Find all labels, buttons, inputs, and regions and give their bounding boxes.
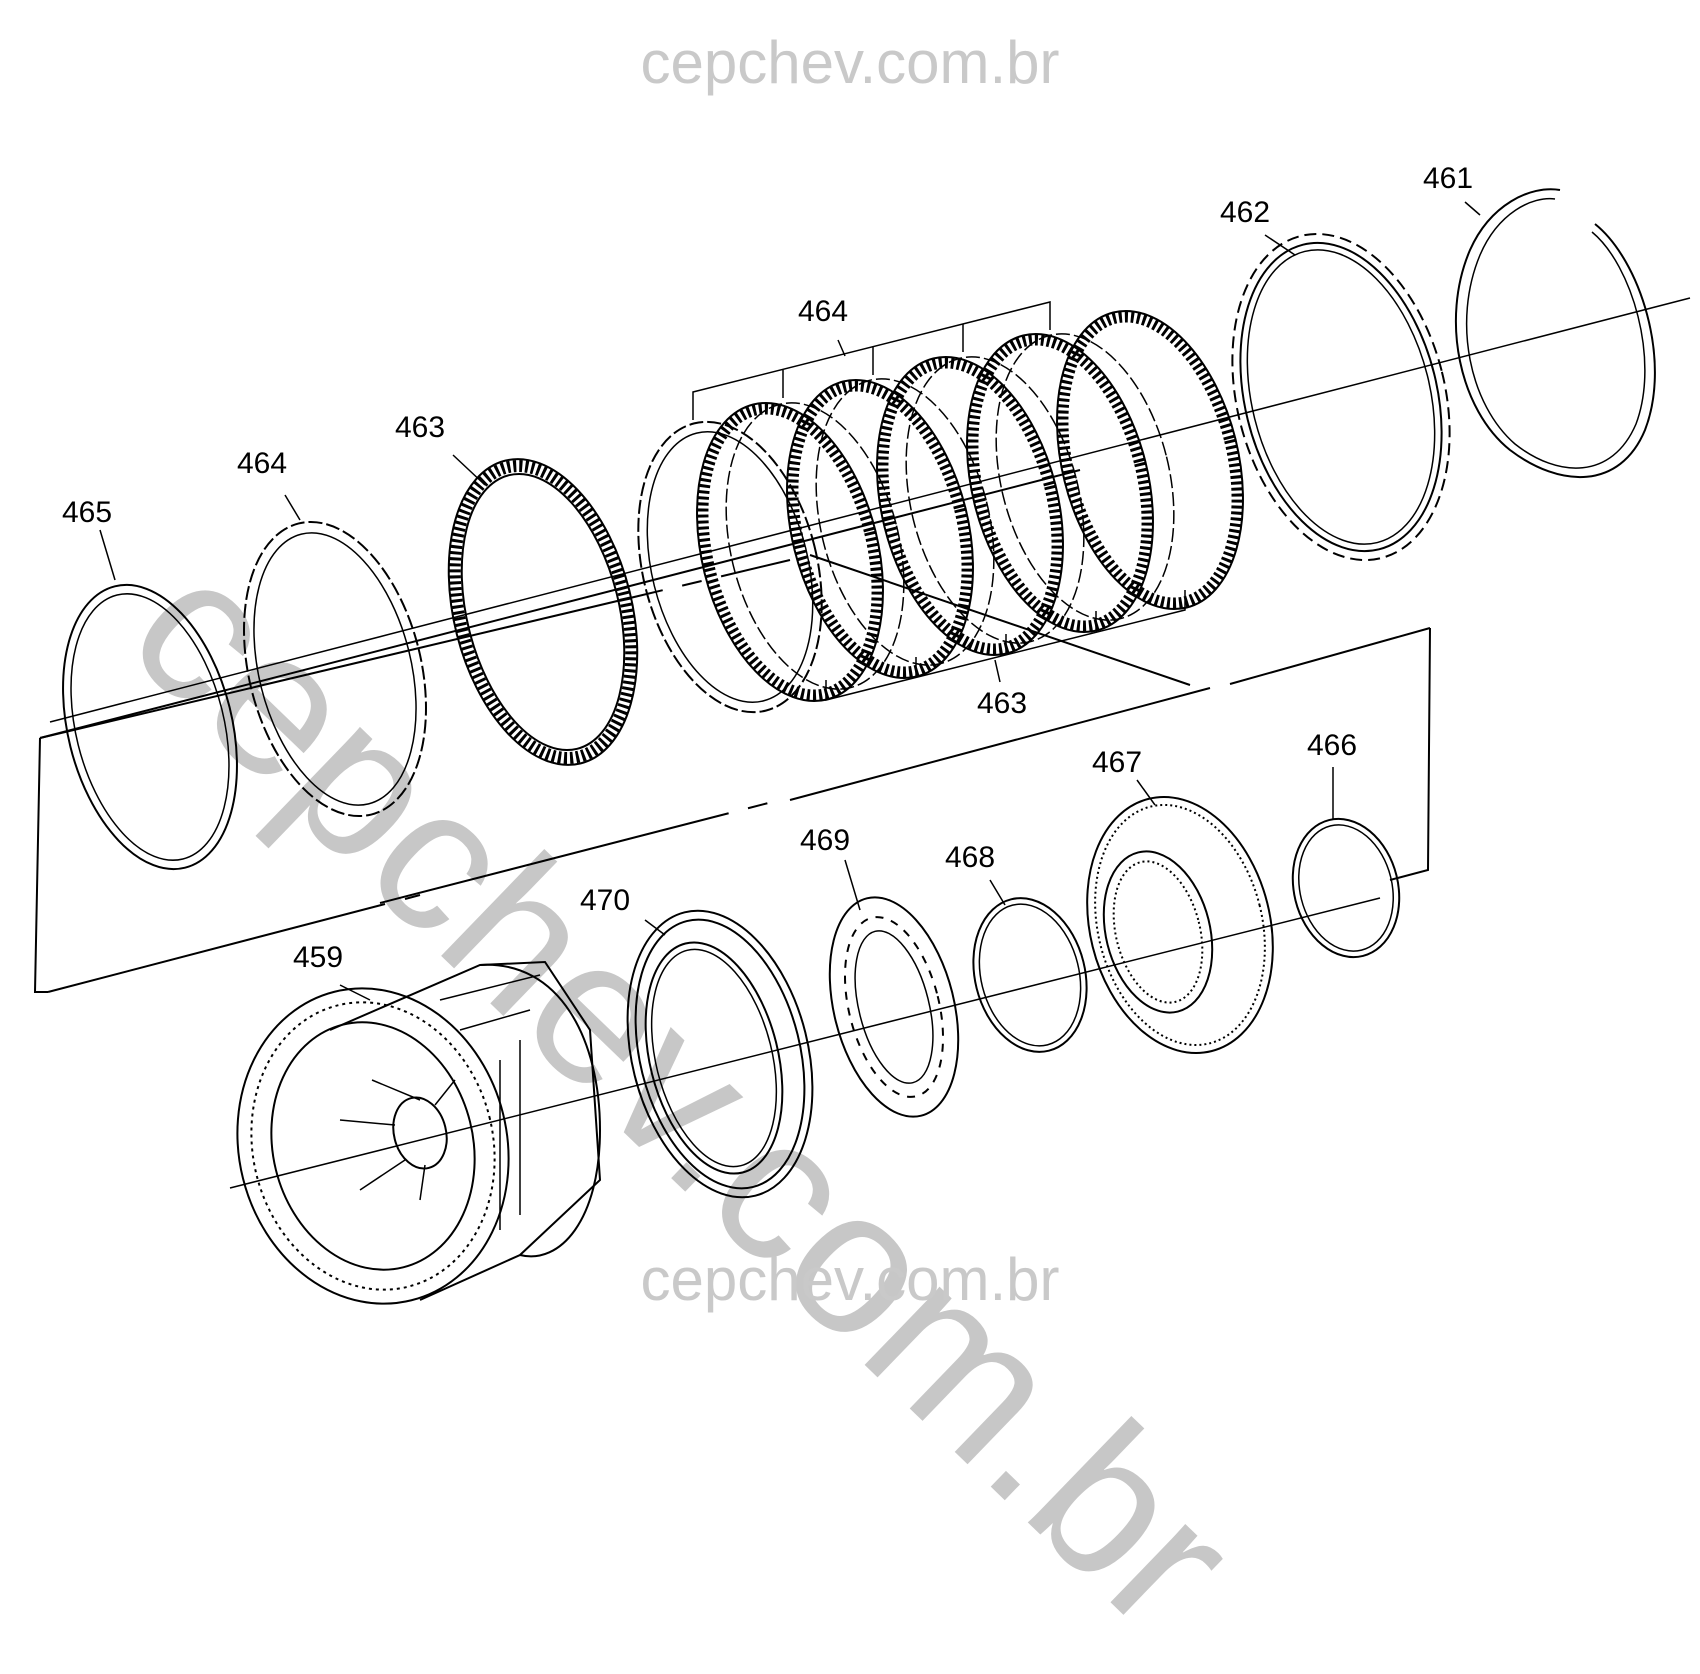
part-461-snap-ring: [1454, 188, 1656, 478]
callout-468: 468: [945, 841, 995, 874]
watermark-bottom: cepchev.com.br: [640, 1246, 1060, 1313]
assembly-bracket: [33, 469, 1431, 993]
callout-462: 462: [1220, 196, 1270, 229]
callout-459: 459: [293, 941, 343, 974]
part-459-clutch-housing: [236, 960, 602, 1305]
part-464-plate: [243, 520, 427, 818]
part-467-gear-ring: [1086, 795, 1274, 1055]
leader-lines: [99, 201, 1481, 1001]
callout-464-left: 464: [237, 447, 287, 480]
watermark-top: cepchev.com.br: [640, 29, 1060, 96]
callout-469: 469: [800, 824, 850, 857]
callout-464-top: 464: [798, 295, 848, 328]
bracket-464-group: [692, 301, 1051, 420]
part-463-friction-plate: [447, 458, 639, 766]
exploded-parts-diagram: 465 464 463 464 463 462 461 466 467 468 …: [33, 162, 1691, 1305]
callout-463-left: 463: [395, 411, 445, 444]
center-axis-lower: [229, 897, 1381, 1189]
callout-465: 465: [62, 496, 112, 529]
callout-463-bottom: 463: [977, 687, 1027, 720]
part-466-snap-ring: [1291, 817, 1401, 959]
part-468-o-ring: [972, 897, 1088, 1053]
clutch-pack-stack: [637, 309, 1244, 714]
part-470-piston: [626, 909, 814, 1199]
callout-470: 470: [580, 884, 630, 917]
part-465-plate: [62, 583, 238, 871]
bracket-463-group: [825, 590, 1186, 701]
callout-467: 467: [1092, 746, 1142, 779]
callout-461: 461: [1423, 162, 1473, 195]
callout-466: 466: [1307, 729, 1357, 762]
part-469-spring-retainer: [828, 896, 960, 1118]
part-462-backing-plate: [1231, 232, 1451, 562]
